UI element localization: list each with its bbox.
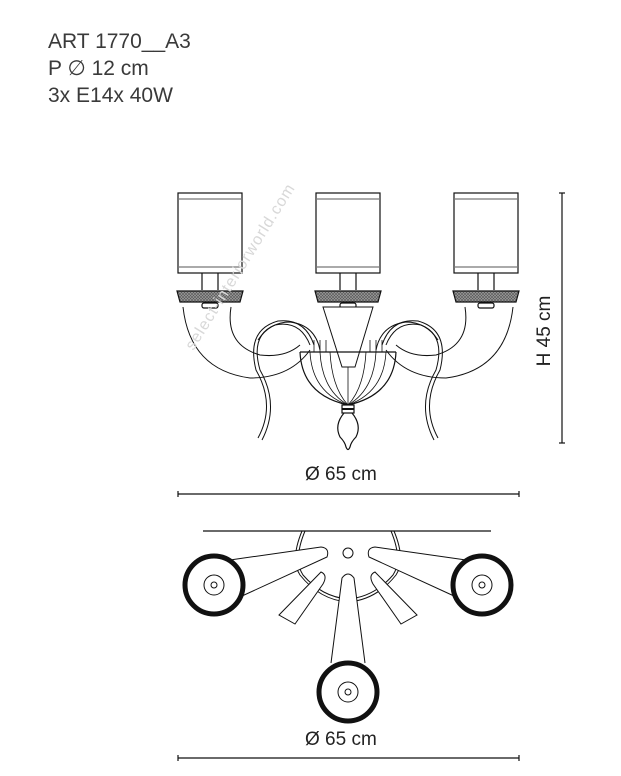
- shade-right: [452, 192, 520, 309]
- arm-right: [385, 323, 440, 441]
- arm-left: [256, 323, 311, 441]
- cup-left: [182, 553, 246, 617]
- height-dimension: [559, 192, 565, 444]
- arm-left-2: [253, 320, 315, 439]
- arm-left-inner: [257, 321, 321, 351]
- arm-right-2: [381, 320, 443, 439]
- front-view: [176, 192, 520, 451]
- front-width-dimension: [177, 491, 520, 497]
- cup-right: [450, 553, 514, 617]
- top-width-dimension: [177, 755, 520, 761]
- front-width-label: Ø 65 cm: [305, 464, 377, 485]
- shade-left: [176, 192, 244, 309]
- bulb-spec: 3x E14x 40W: [48, 84, 173, 107]
- central-bowl: [299, 340, 397, 406]
- horn-right: [385, 306, 514, 379]
- top-view: [182, 530, 514, 724]
- top-width-label: Ø 65 cm: [305, 729, 377, 750]
- horn-left: [182, 306, 311, 379]
- finial: [337, 404, 359, 451]
- cone-center: [322, 306, 374, 368]
- height-label: H 45 cm: [534, 295, 555, 367]
- arm-right-inner: [375, 321, 439, 351]
- shade-center: [314, 192, 382, 309]
- cup-bottom: [316, 660, 380, 724]
- article-number: ART 1770__A3: [48, 30, 191, 53]
- shade-diameter: P ∅ 12 cm: [48, 57, 149, 80]
